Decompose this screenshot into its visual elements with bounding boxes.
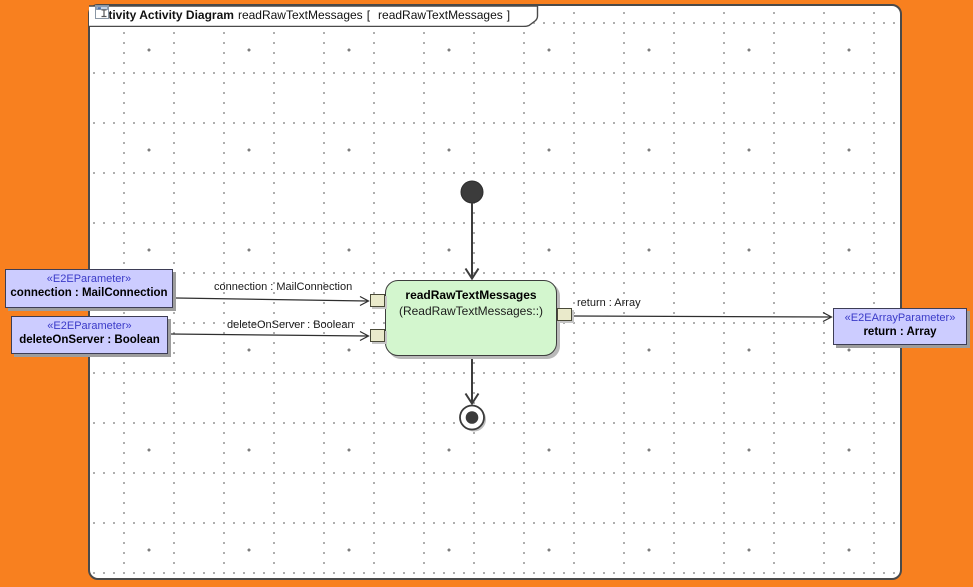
frame-label-shape: [89, 5, 539, 27]
frame-diagram-name: readRawTextMessages: [237, 8, 363, 22]
edge-label-return[interactable]: return : Array: [577, 297, 641, 309]
output-pin-return[interactable]: [557, 308, 572, 321]
input-pin-deleteOnServer[interactable]: [370, 329, 385, 342]
frame-bracket-open: [: [366, 8, 371, 22]
action-name: readRawTextMessages: [405, 288, 537, 302]
parameter-name: deleteOnServer : Boolean: [19, 334, 160, 346]
edge-label-deleteOnServer[interactable]: deleteOnServer : Boolean: [227, 319, 354, 331]
stereotype-label: «E2EParameter»: [46, 273, 132, 285]
frame-bracket-close: ]: [506, 8, 511, 22]
parameter-name: return : Array: [863, 326, 937, 338]
frame-inner-name: readRawTextMessages: [378, 8, 503, 22]
stereotype-label: «E2EParameter»: [47, 320, 132, 332]
diagram-frame-label[interactable]: activity Activity Diagram readRawTextMes…: [89, 5, 541, 27]
stereotype-label: «E2EArrayParameter»: [844, 312, 956, 324]
frame-keyword: activity Activity Diagram: [95, 8, 234, 22]
parameter-name: connection : MailConnection: [10, 287, 168, 299]
input-pin-connection[interactable]: [370, 294, 385, 307]
action-node-readRawTextMessages[interactable]: readRawTextMessages (ReadRawTextMessages…: [385, 280, 557, 356]
parameter-node-return[interactable]: «E2EArrayParameter» return : Array: [833, 308, 967, 345]
action-qualifier: (ReadRawTextMessages::): [398, 304, 544, 318]
parameter-node-deleteOnServer[interactable]: «E2EParameter» deleteOnServer : Boolean: [11, 316, 168, 354]
parameter-node-connection[interactable]: «E2EParameter» connection : MailConnecti…: [5, 269, 173, 308]
edge-label-connection[interactable]: connection : MailConnection: [214, 281, 353, 293]
